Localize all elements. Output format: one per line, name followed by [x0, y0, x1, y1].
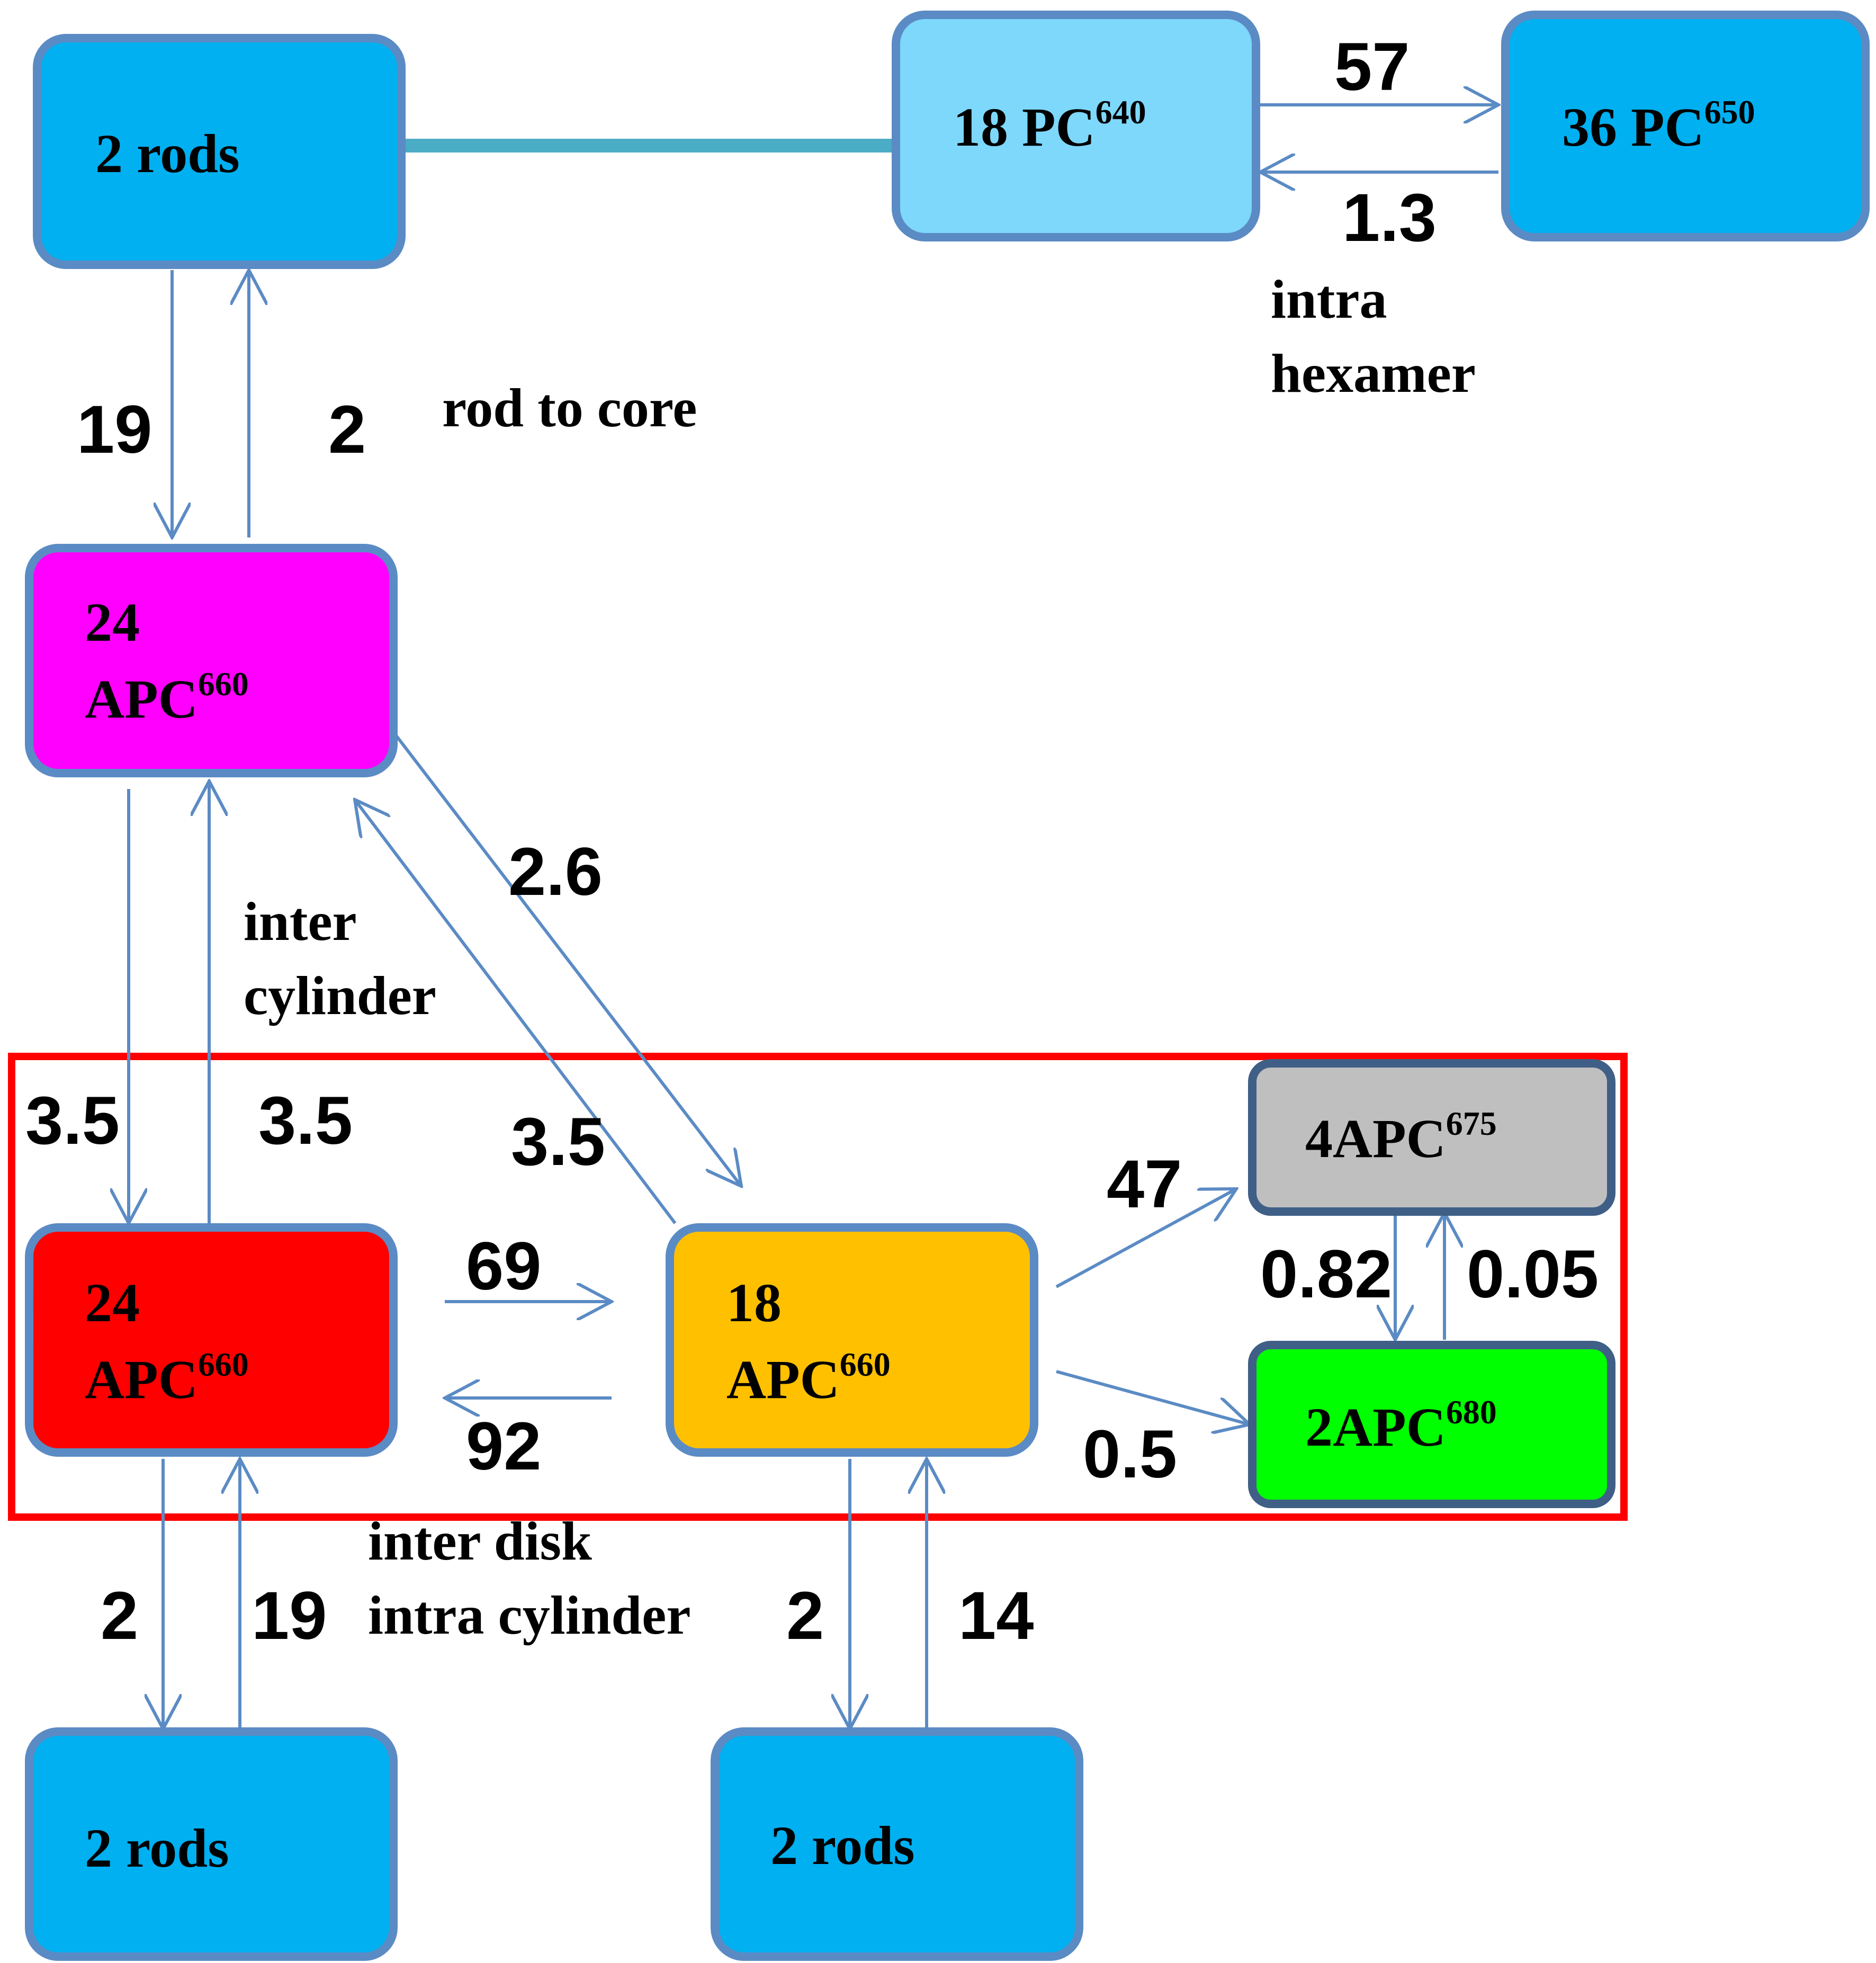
rate-orange-to-apc-top: 3.5 — [511, 1104, 605, 1180]
rate-orange-to-rod: 2 — [786, 1578, 824, 1654]
node-apc-orange-sup: 660 — [840, 1346, 891, 1383]
node-apc-top-label: APC — [85, 669, 198, 730]
svg-text:4APC675: 4APC675 — [1305, 1105, 1497, 1169]
node-apc-orange: 18 APC660 — [666, 1223, 1038, 1457]
rate-rod-to-orange: 14 — [958, 1578, 1034, 1654]
svg-text:36 PC650: 36 PC650 — [1562, 93, 1755, 158]
node-apc-red: 24 APC660 — [25, 1223, 398, 1457]
svg-text:APC660: APC660 — [726, 1346, 891, 1410]
rate-labels: 57 1.3 19 2 2.6 3.5 3.5 3.5 69 92 47 0.5… — [25, 29, 1599, 1654]
label-intra-hexamer-line1: intra — [1271, 269, 1387, 330]
rate-apc-top-to-red: 3.5 — [25, 1083, 120, 1159]
rate-675-to-680: 0.82 — [1260, 1236, 1392, 1312]
node-rods-bottom-left: 2 rods — [25, 1727, 398, 1961]
label-inter-cylinder-line1: inter — [244, 891, 357, 952]
label-intra-cylinder: intra cylinder — [368, 1585, 690, 1646]
node-apc-orange-line1: 18 — [726, 1272, 782, 1333]
rate-red-to-rod: 2 — [101, 1578, 138, 1654]
rate-apc-top-to-rod: 2 — [328, 392, 366, 468]
node-apc675: 4APC675 — [1248, 1059, 1615, 1216]
node-apc680: 2APC680 — [1248, 1341, 1615, 1508]
svg-text:APC660: APC660 — [85, 665, 249, 730]
rate-pc640-to-pc650: 57 — [1334, 29, 1410, 105]
label-intra-hexamer-line2: hexamer — [1271, 343, 1476, 404]
node-apc680-sup: 680 — [1446, 1393, 1497, 1431]
label-inter-cylinder-line2: cylinder — [244, 965, 436, 1026]
node-pc640: 18 PC640 — [892, 11, 1260, 241]
transfer-arrows — [129, 105, 1498, 1729]
node-apc675-label: 4APC — [1305, 1108, 1446, 1169]
node-apc-top-sup: 660 — [198, 665, 249, 703]
arrow-orange-to-675 — [1055, 1189, 1236, 1288]
rate-red-to-orange: 69 — [466, 1229, 541, 1304]
core-region-frame — [8, 1053, 1628, 1521]
node-apc675-sup: 675 — [1446, 1105, 1497, 1142]
arrow-orange-to-apc-top — [355, 800, 677, 1224]
rate-orange-to-675: 47 — [1107, 1146, 1182, 1222]
rate-rod-to-red: 19 — [252, 1578, 327, 1654]
node-rods-bottom-middle: 2 rods — [711, 1727, 1083, 1961]
rate-apc-top-to-orange: 2.6 — [508, 834, 603, 910]
node-rods-bm-label: 2 rods — [770, 1815, 915, 1876]
node-apc-red-label: APC — [85, 1349, 198, 1410]
node-pc640-label: 18 PC — [953, 97, 1096, 158]
label-rod-to-core: rod to core — [442, 378, 697, 438]
node-apc680-label: 2APC — [1305, 1397, 1446, 1458]
node-pc650-sup: 650 — [1704, 93, 1755, 131]
arrow-orange-to-680 — [1056, 1370, 1250, 1424]
node-apc-orange-label: APC — [726, 1349, 840, 1410]
node-apc-red-sup: 660 — [198, 1346, 249, 1383]
node-apc-top-line1: 24 — [85, 592, 140, 653]
node-pc640-sup: 640 — [1096, 93, 1146, 131]
node-rods-top-label: 2 rods — [95, 123, 240, 184]
rate-rod-to-apc-top: 19 — [77, 392, 152, 468]
node-rods-bl-label: 2 rods — [85, 1818, 229, 1879]
svg-text:2APC680: 2APC680 — [1305, 1393, 1497, 1458]
rate-orange-to-red: 92 — [466, 1409, 541, 1484]
node-apc-red-line1: 24 — [85, 1272, 140, 1333]
node-apc-top: 24 APC660 — [25, 544, 398, 777]
node-pc650: 36 PC650 — [1501, 11, 1870, 241]
node-rods-top: 2 rods — [33, 34, 406, 269]
label-inter-disk: inter disk — [368, 1511, 592, 1572]
rate-pc650-to-pc640: 1.3 — [1342, 180, 1437, 256]
descriptive-labels: rod to core intra hexamer inter cylinder… — [244, 269, 1476, 1646]
svg-text:18 PC640: 18 PC640 — [953, 93, 1146, 158]
svg-text:APC660: APC660 — [85, 1346, 249, 1410]
rate-680-to-675: 0.05 — [1467, 1236, 1599, 1312]
rate-red-to-apc-top: 3.5 — [258, 1083, 353, 1159]
node-pc650-label: 36 PC — [1562, 97, 1704, 158]
rate-orange-to-680: 0.5 — [1083, 1417, 1177, 1492]
arrow-apc-top-to-orange — [393, 732, 741, 1186]
